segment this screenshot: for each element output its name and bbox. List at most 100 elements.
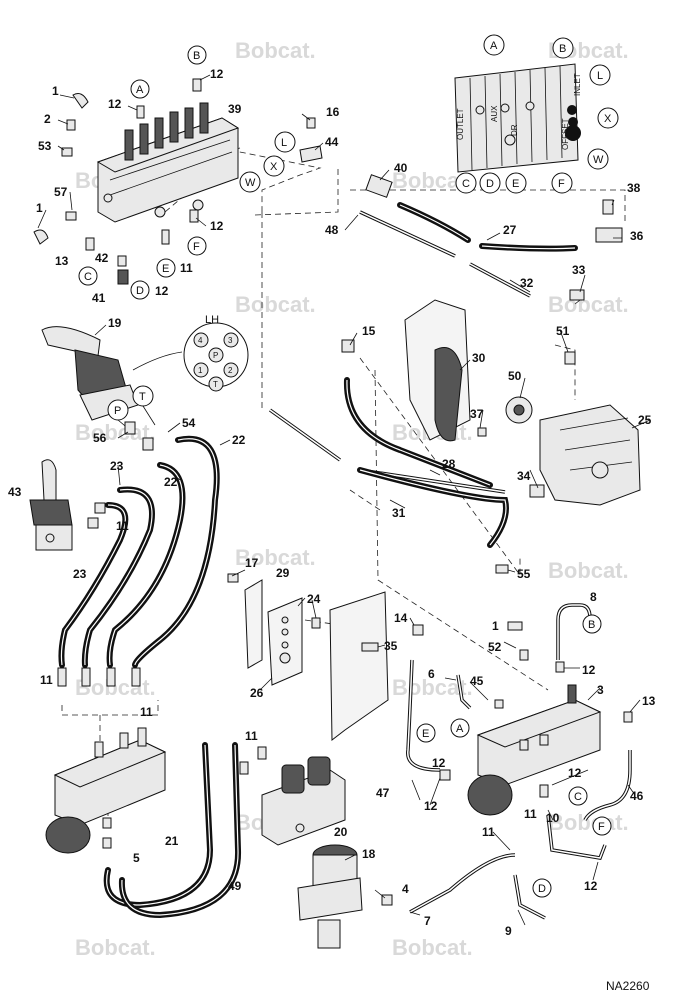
- ref-letter: L: [597, 70, 603, 82]
- control-valve-3: [467, 684, 602, 816]
- part-callout: 47: [376, 786, 390, 800]
- joystick-port-map: LH 4 P 3 1 2 T: [183, 314, 249, 392]
- watermark: Bobcat.: [548, 558, 629, 583]
- part-callout: 12: [155, 284, 169, 298]
- ref-letter: A: [136, 84, 144, 96]
- part-callout: 11: [524, 807, 537, 821]
- part-callout: 12: [424, 799, 438, 813]
- ref-letter: C: [574, 791, 582, 803]
- part-callout: 17: [245, 556, 259, 570]
- part-callout: 12: [432, 756, 446, 770]
- mid-hoses: [268, 339, 545, 574]
- part-callout: 9: [505, 924, 512, 938]
- ref-letter: B: [559, 43, 566, 55]
- watermark: Bobcat.: [75, 935, 156, 960]
- control-valve-39: [96, 102, 240, 223]
- ref-marker: D: [130, 280, 150, 300]
- ref-marker: C: [568, 786, 588, 806]
- ref-letter: X: [270, 161, 278, 173]
- part-callout: 10: [546, 811, 560, 825]
- part-callout: 6: [428, 667, 435, 681]
- pilot-port-label: T: [139, 391, 146, 403]
- ref-letter: B: [588, 619, 595, 631]
- part-callout: 31: [392, 506, 406, 520]
- ref-letter: B: [193, 50, 200, 62]
- joystick-43: [29, 459, 73, 551]
- part-callout: 1: [52, 84, 59, 98]
- upper-hoses: [359, 174, 623, 301]
- part-callout: 20: [334, 825, 348, 839]
- ref-letter: X: [604, 113, 612, 125]
- motor-46: [297, 844, 393, 949]
- ref-letter: W: [245, 177, 256, 189]
- pilot-valve-block: [45, 727, 167, 854]
- port-label: 2: [228, 366, 233, 375]
- ref-letter: D: [538, 883, 546, 895]
- part-callout: 54: [182, 416, 196, 430]
- part-callout: 3: [597, 683, 604, 697]
- aux-label: AUX: [490, 105, 499, 122]
- part-callout: 13: [55, 254, 69, 268]
- ref-marker: X: [263, 155, 285, 177]
- part-callout: 12: [584, 879, 598, 893]
- part-callout: 1: [492, 619, 499, 633]
- watermark: Bobcat.: [548, 292, 629, 317]
- ref-marker: X: [597, 107, 619, 129]
- part-callout: 1: [36, 201, 43, 215]
- ref-marker: W: [587, 148, 609, 170]
- watermark: Bobcat.: [235, 545, 316, 570]
- ref-marker: D: [532, 878, 552, 898]
- hydraulic-tubes: [406, 603, 633, 920]
- ref-letter: D: [486, 178, 494, 190]
- part-callout: 43: [8, 485, 22, 499]
- pilot-hoses: [57, 421, 220, 687]
- ref-letter: E: [422, 728, 429, 740]
- part-callout: 12: [210, 219, 224, 233]
- part-callout: 41: [92, 291, 106, 305]
- part-callout: 35: [384, 639, 398, 653]
- watermark: Bobcat.: [235, 38, 316, 63]
- ref-marker: C: [455, 172, 477, 194]
- ref-marker: L: [274, 131, 296, 153]
- part-callout: 42: [95, 251, 109, 265]
- part-callout: 13: [642, 694, 656, 708]
- part-callout: 27: [503, 223, 517, 237]
- inlet-label: INLET: [573, 73, 582, 96]
- part-callout: 32: [520, 276, 534, 290]
- valve-fittings: [33, 78, 323, 285]
- ref-letter: F: [558, 178, 565, 190]
- part-callout: 33: [572, 263, 586, 277]
- part-callout: 15: [362, 324, 376, 338]
- ref-marker: F: [592, 816, 612, 836]
- watermark: Bobcat.: [75, 420, 156, 445]
- part-callout: 45: [470, 674, 484, 688]
- ref-letter: A: [490, 40, 498, 52]
- watermark: Bobcat.: [392, 935, 473, 960]
- part-callout: 18: [362, 847, 376, 861]
- ref-marker: A: [130, 79, 150, 99]
- part-callout: 46: [630, 789, 644, 803]
- outlet-label: OUTLET: [456, 108, 465, 140]
- ref-letter: A: [456, 723, 464, 735]
- part-callout: 2: [44, 112, 51, 126]
- part-callout: 36: [630, 229, 644, 243]
- ref-marker: E: [505, 172, 527, 194]
- part-callout: 7: [424, 914, 431, 928]
- port-label: P: [213, 351, 218, 360]
- ref-letter: W: [593, 154, 604, 166]
- reference-markers: A B L X W C D E F A B L X W C D E F E A …: [78, 34, 619, 898]
- ref-letter: F: [598, 821, 605, 833]
- ref-letter: C: [462, 178, 470, 190]
- part-callout: 5: [133, 851, 140, 865]
- part-callout: 52: [488, 640, 502, 654]
- part-callout: 21: [165, 834, 179, 848]
- dr-label: DR: [510, 124, 519, 136]
- ref-letter: F: [193, 241, 200, 253]
- figure-id: NA2260: [606, 979, 650, 993]
- port-label: T: [213, 380, 218, 389]
- ref-letter: L: [281, 137, 287, 149]
- port-label: 4: [198, 336, 203, 345]
- part-callout: 11: [245, 729, 258, 743]
- part-callout: 24: [307, 592, 321, 606]
